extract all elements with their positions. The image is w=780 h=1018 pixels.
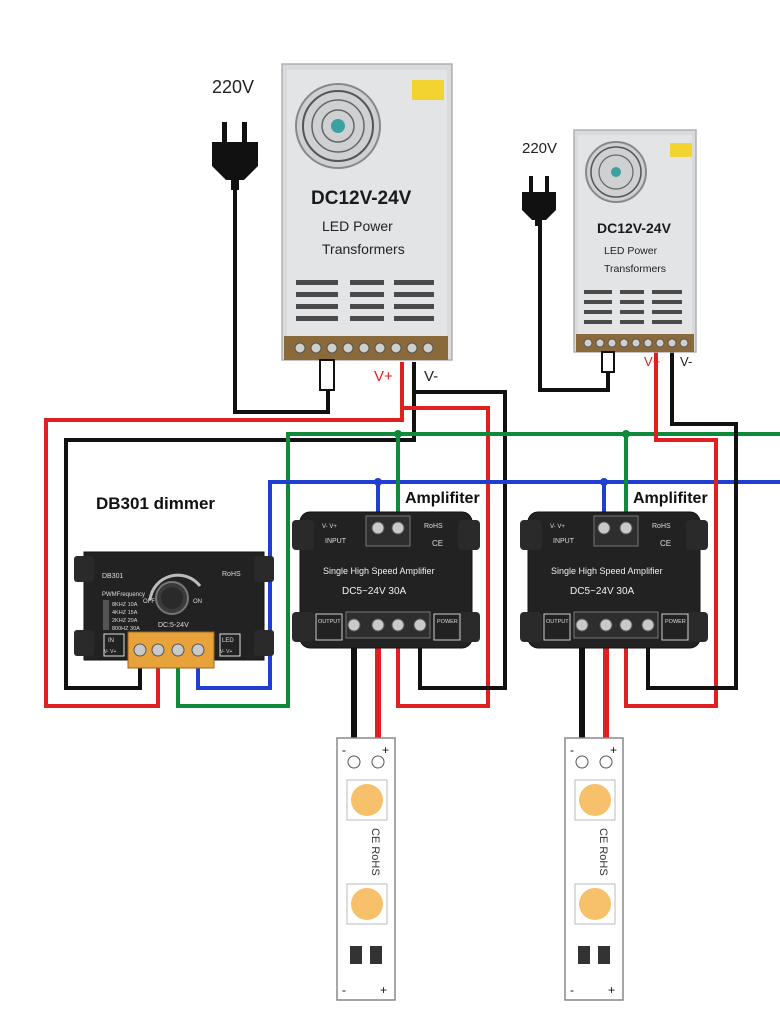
- psu-right: DC12V-24V LED Power Transformers V+ V-: [573, 129, 697, 373]
- wire-blue-signal: [196, 480, 780, 690]
- dimmer-on-label: ON: [193, 599, 202, 605]
- dimmer-off-label: OFF: [143, 599, 155, 605]
- amp-left-name: Single High Speed Amplifier: [323, 566, 435, 576]
- voltage-label-right: 220V: [522, 140, 557, 157]
- strip-right-plus: +: [610, 743, 617, 757]
- amp-left-power-label: POWER: [437, 619, 458, 625]
- amp-right-rating: DC5~24V 30A: [570, 586, 635, 597]
- amp-left-input-label: INPUT: [325, 538, 347, 545]
- strip-left-minus-bottom: -: [342, 983, 346, 997]
- amp-left-rating: DC5~24V 30A: [342, 586, 407, 597]
- dimmer-in-label: IN: [108, 638, 114, 644]
- vent-slots: [296, 280, 434, 321]
- dimmer-in-pins: V- V+: [104, 649, 116, 655]
- plug-icon-left: [212, 122, 258, 190]
- dimmer-led-label: LED: [222, 638, 234, 644]
- psu-right-title: DC12V-24V: [597, 220, 672, 236]
- amp-left-rohs: RoHS: [424, 523, 443, 530]
- dimmer-freq-4: 800HZ 30A: [112, 626, 140, 632]
- amp-right-name: Single High Speed Amplifier: [551, 566, 663, 576]
- dimmer-db301: DB301 PWMFrequency 8KHZ 10A 4KHZ 15A 2KH…: [74, 551, 274, 669]
- plug-icon-right: [522, 176, 556, 226]
- dimmer-rohs: RoHS: [222, 571, 241, 578]
- strip-left-plus: +: [382, 743, 389, 757]
- wire-red-psu-to-dimmer: [44, 362, 404, 708]
- amp-left-input-pins: V- V+: [322, 524, 337, 530]
- dimmer-heading: DB301 dimmer: [96, 494, 215, 513]
- dimmer-led-pins: V- V+: [220, 649, 232, 655]
- led-strip-left: - + CE RoHS - +: [336, 737, 396, 1001]
- dimmer-model: DB301: [102, 573, 124, 580]
- wires: [44, 185, 780, 748]
- amp-left-output-label: OUTPUT: [318, 619, 341, 625]
- amp-right-ce: CE: [660, 539, 671, 548]
- junction-green-left: [394, 430, 402, 438]
- strip-right-marking: CE RoHS: [597, 828, 609, 876]
- strip-left-marking: CE RoHS: [369, 828, 381, 876]
- wire-red-psu-right: [624, 352, 718, 708]
- amp-right-heading: Amplifiter: [633, 490, 708, 507]
- amp-left-heading: Amplifiter: [405, 490, 480, 507]
- amp-right-input-label: INPUT: [553, 538, 575, 545]
- wire-black-psu-to-amp-left: [412, 372, 507, 690]
- led-strip-right: - + CE RoHS - +: [564, 737, 624, 1001]
- dimmer-freq-title: PWMFrequency: [102, 592, 145, 598]
- amp-right-output-label: OUTPUT: [546, 619, 569, 625]
- dimmer-freq-1: 8KHZ 10A: [112, 602, 138, 608]
- amp-right-input-pins: V- V+: [550, 524, 565, 530]
- psu-left-vminus: V-: [424, 368, 438, 385]
- wire-black-psu-to-dimmer: [64, 362, 416, 690]
- dimmer-voltage: DC:5-24V: [158, 622, 189, 629]
- strip-left-minus: -: [342, 743, 346, 757]
- psu-left: DC12V-24V LED Power Transformers V+ V-: [281, 63, 453, 391]
- strip-right-plus-bottom: +: [608, 983, 615, 997]
- fan-icon: [295, 83, 381, 169]
- voltage-label-left: 220V: [212, 77, 254, 97]
- wire-black-psu-right: [646, 352, 738, 690]
- psu-left-subtitle-2: Transformers: [322, 241, 405, 257]
- psu-right-subtitle-2: Transformers: [604, 263, 666, 275]
- wire-red-psu-to-amp-left: [396, 372, 490, 708]
- psu-left-subtitle-1: LED Power: [322, 218, 393, 234]
- dimmer-knob[interactable]: [148, 573, 202, 615]
- strip-left-plus-bottom: +: [380, 983, 387, 997]
- vent-slots: [584, 290, 682, 324]
- psu-left-vplus: V+: [374, 368, 393, 385]
- junctions: [374, 430, 630, 486]
- psu-right-subtitle-1: LED Power: [604, 245, 658, 257]
- strip-right-minus: -: [570, 743, 574, 757]
- dimmer-freq-2: 4KHZ 15A: [112, 610, 138, 616]
- ac-cord-left: [233, 185, 330, 414]
- ac-cord-right: [538, 210, 610, 392]
- psu-right-vminus: V-: [680, 354, 692, 369]
- freq-switch[interactable]: [103, 600, 109, 630]
- psu-left-title: DC12V-24V: [311, 188, 412, 209]
- warning-sticker: [670, 143, 692, 157]
- strip-right-minus-bottom: -: [570, 983, 574, 997]
- dimmer-freq-3: 2KHZ 20A: [112, 618, 138, 624]
- amplifier-right: V- V+ INPUT RoHS CE Single High Speed Am…: [520, 511, 708, 649]
- amp-left-ce: CE: [432, 539, 443, 548]
- wire-green-signal: [176, 432, 780, 708]
- junction-green-right: [622, 430, 630, 438]
- amp-right-power-label: POWER: [665, 619, 686, 625]
- fan-icon: [585, 141, 647, 203]
- junction-blue-right: [600, 478, 608, 486]
- amplifier-left: V- V+ INPUT RoHS CE Single High Speed Am…: [292, 511, 480, 649]
- amp-right-rohs: RoHS: [652, 523, 671, 530]
- warning-sticker: [412, 80, 444, 100]
- junction-blue-left: [374, 478, 382, 486]
- psu-right-vplus: V+: [644, 354, 660, 369]
